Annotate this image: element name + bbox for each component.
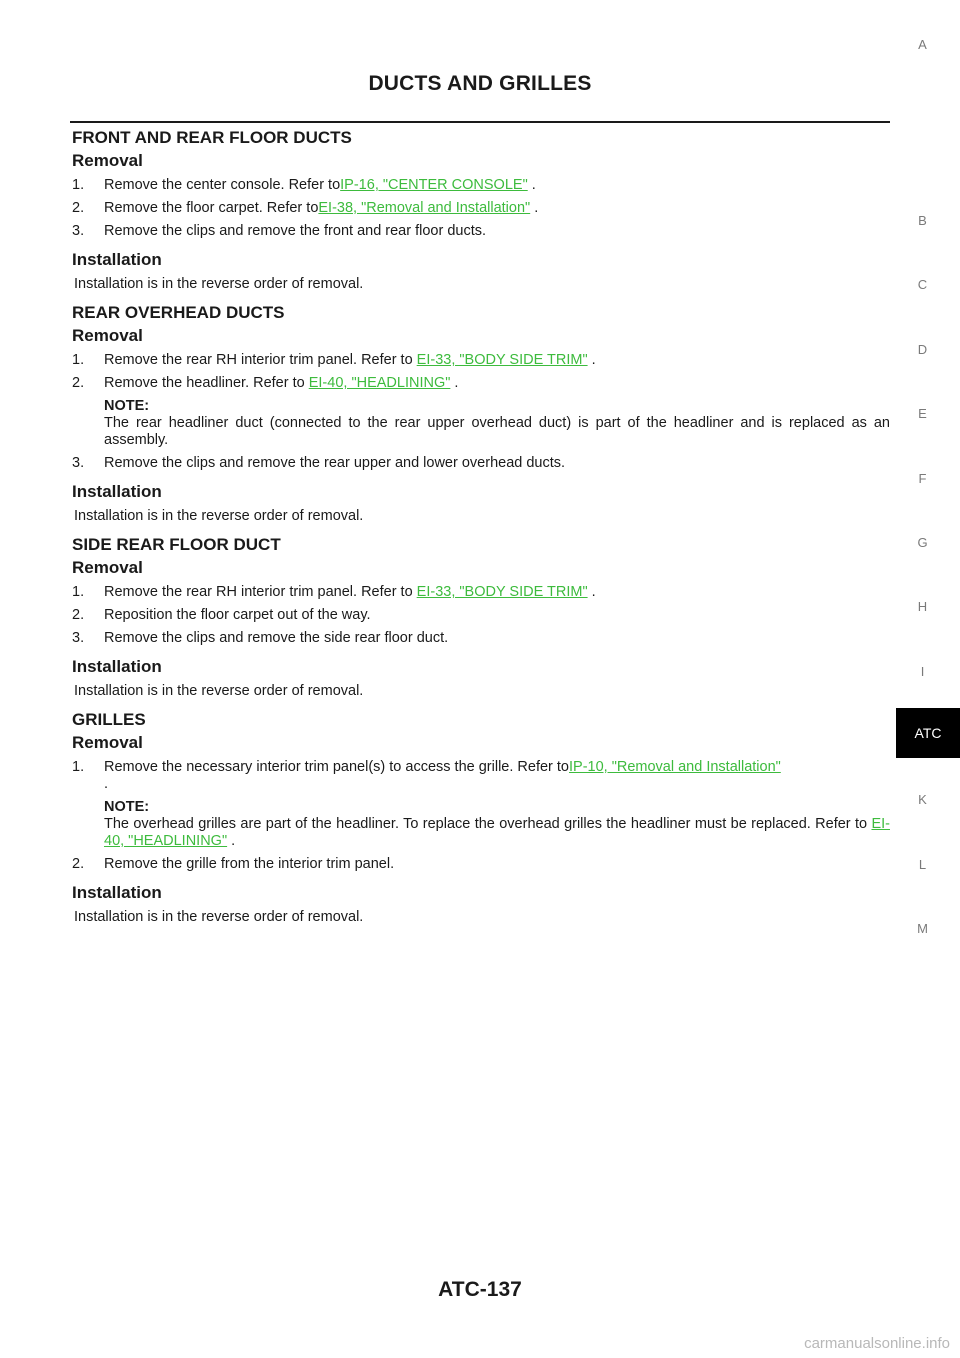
- step-item: 3. Remove the clips and remove the front…: [72, 223, 890, 240]
- subheading-removal: Removal: [72, 733, 143, 752]
- step-number: 3.: [72, 455, 85, 471]
- subheading-installation: Installation: [72, 657, 162, 676]
- step-text: Remove the floor carpet. Refer to: [104, 200, 319, 216]
- installation-text: Installation is in the reverse order of …: [74, 276, 364, 292]
- step-item: 1. Remove the center console. Refer toIP…: [72, 177, 890, 194]
- subheading-removal: Removal: [72, 151, 143, 170]
- subheading-installation: Installation: [72, 250, 162, 269]
- page-number: ATC-137: [438, 1278, 522, 1301]
- step-number: 2.: [72, 200, 85, 216]
- step-number: 2.: [72, 856, 85, 872]
- page-title: DUCTS AND GRILLES: [368, 72, 592, 95]
- step-text: Remove the rear RH interior trim panel. …: [104, 352, 417, 368]
- step-text: Remove the clips and remove the rear upp…: [104, 455, 566, 471]
- step-item: 1. Remove the necessary interior trim pa…: [72, 759, 890, 793]
- title-divider: [70, 121, 890, 123]
- note-block: NOTE: The rear headliner duct (connected…: [104, 398, 890, 449]
- step-text: Remove the clips and remove the front an…: [104, 223, 487, 239]
- note-text-end: .: [227, 833, 236, 849]
- section-heading-side-rear-floor-duct: SIDE REAR FLOOR DUCT: [72, 535, 281, 554]
- step-number: 3.: [72, 223, 85, 239]
- section-heading-rear-overhead-ducts: REAR OVERHEAD DUCTS: [72, 303, 285, 322]
- note-text: The rear headliner duct (connected to th…: [104, 415, 890, 448]
- step-text-end: .: [530, 200, 539, 216]
- subheading-removal: Removal: [72, 558, 143, 577]
- step-text-end: .: [450, 375, 459, 391]
- step-text-end: .: [527, 177, 536, 193]
- index-tab-i[interactable]: I: [920, 664, 925, 679]
- installation-text: Installation is in the reverse order of …: [74, 909, 364, 925]
- step-item: 2. Remove the floor carpet. Refer toEI-3…: [72, 200, 890, 217]
- subheading-removal: Removal: [72, 326, 143, 345]
- note-label: NOTE:: [104, 398, 150, 414]
- step-number: 1.: [72, 584, 85, 600]
- step-item: 3. Remove the clips and remove the side …: [72, 630, 890, 647]
- step-text: Remove the center console. Refer to: [104, 177, 341, 193]
- reference-link[interactable]: IP-10, "Removal and Installation": [569, 759, 781, 775]
- step-item: 1. Remove the rear RH interior trim pane…: [72, 584, 890, 601]
- step-text-end: .: [587, 584, 596, 600]
- step-item: 1. Remove the rear RH interior trim pane…: [72, 352, 890, 369]
- step-text: Remove the clips and remove the side rea…: [104, 630, 449, 646]
- step-number: 1.: [72, 352, 85, 368]
- step-item: 3. Remove the clips and remove the rear …: [72, 455, 890, 472]
- section-heading-front-rear-floor-ducts: FRONT AND REAR FLOOR DUCTS: [72, 128, 352, 147]
- index-tab-d[interactable]: D: [917, 342, 928, 357]
- step-number: 1.: [72, 177, 85, 193]
- installation-text: Installation is in the reverse order of …: [74, 508, 364, 524]
- step-text-end: .: [104, 776, 109, 792]
- step-text: Remove the grille from the interior trim…: [104, 856, 395, 872]
- index-tab-a[interactable]: A: [918, 37, 927, 52]
- index-tab-l[interactable]: L: [918, 857, 927, 872]
- note-label: NOTE:: [104, 799, 150, 815]
- step-item: 2. Remove the headliner. Refer to EI-40,…: [72, 375, 890, 392]
- index-tab-m[interactable]: M: [917, 921, 928, 936]
- index-tab-atc-active[interactable]: ATC: [896, 708, 960, 758]
- reference-link[interactable]: EI-38, "Removal and Installation": [318, 200, 531, 216]
- index-tab-h[interactable]: H: [917, 599, 928, 614]
- index-tab-c[interactable]: C: [917, 277, 928, 292]
- index-tab-g[interactable]: G: [917, 535, 928, 550]
- reference-link[interactable]: EI-40, "HEADLINING": [308, 375, 451, 391]
- step-text: Remove the rear RH interior trim panel. …: [104, 584, 417, 600]
- site-watermark: carmanualsonline.info: [804, 1335, 950, 1352]
- step-number: 2.: [72, 375, 85, 391]
- index-tab-e[interactable]: E: [918, 406, 927, 421]
- step-item: 2. Remove the grille from the interior t…: [72, 856, 890, 873]
- installation-text: Installation is in the reverse order of …: [74, 683, 364, 699]
- step-text: Remove the headliner. Refer to: [104, 375, 309, 391]
- reference-link[interactable]: EI-40, "HEADLINING": [104, 816, 890, 849]
- step-number: 2.: [72, 607, 85, 623]
- step-text: Reposition the floor carpet out of the w…: [104, 607, 371, 623]
- index-tab-b[interactable]: B: [918, 213, 927, 228]
- step-text: Remove the necessary interior trim panel…: [104, 759, 569, 775]
- subheading-installation: Installation: [72, 883, 162, 902]
- reference-link[interactable]: EI-33, "BODY SIDE TRIM": [416, 584, 588, 600]
- index-tab-k[interactable]: K: [918, 792, 927, 807]
- step-item: 2. Reposition the floor carpet out of th…: [72, 607, 890, 624]
- step-number: 1.: [72, 759, 85, 775]
- step-text-end: .: [587, 352, 596, 368]
- section-heading-grilles: GRILLES: [72, 710, 146, 729]
- reference-link[interactable]: EI-33, "BODY SIDE TRIM": [416, 352, 588, 368]
- index-tab-f[interactable]: F: [918, 471, 927, 486]
- subheading-installation: Installation: [72, 482, 162, 501]
- step-number: 3.: [72, 630, 85, 646]
- note-text: The overhead grilles are part of the hea…: [104, 816, 872, 832]
- main-content: FRONT AND REAR FLOOR DUCTS Removal 1. Re…: [72, 128, 890, 936]
- note-block: NOTE: The overhead grilles are part of t…: [104, 799, 890, 850]
- reference-link[interactable]: IP-16, "CENTER CONSOLE": [340, 177, 528, 193]
